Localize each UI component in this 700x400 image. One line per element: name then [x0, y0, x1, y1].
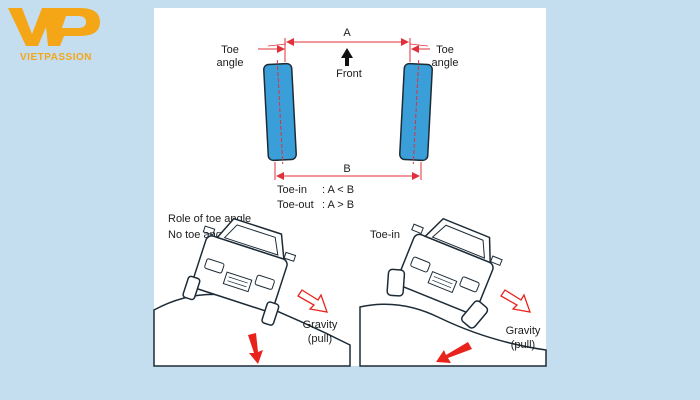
right-tire [399, 60, 433, 164]
hill-right [359, 303, 547, 367]
label-a: A [343, 27, 351, 39]
gravity-label-left-line1: Gravity [303, 319, 338, 331]
legend-toe-out-term: Toe-out [277, 199, 314, 211]
bottom-left-scene: Role of toe angle No toe angle Gravity (… [153, 213, 351, 367]
toe-in-title: Toe-in [370, 229, 400, 241]
legend-toe-in-term: Toe-in [277, 184, 307, 196]
top-diagram: A B Front Toe angle Toe angle Toe-in : A… [217, 27, 459, 211]
gravity-label-right-line1: Gravity [506, 325, 541, 337]
toe-angle-left-line1: Toe [221, 44, 239, 56]
car-right [386, 217, 503, 329]
label-b: B [343, 163, 350, 175]
legend-toe-in-relation: : A < B [322, 184, 354, 196]
vietpassion-logo: VIETPASSION [8, 8, 100, 63]
gravity-label-left-line2: (pull) [308, 333, 332, 345]
toe-angle-right-tick [409, 43, 429, 47]
toe-angle-right-line2: angle [432, 57, 459, 69]
drift-arrow-left [248, 333, 263, 364]
logo-mark-v [8, 8, 54, 46]
logo-mark-p [44, 8, 100, 46]
car-left [182, 217, 297, 326]
front-arrow-icon [341, 48, 353, 66]
legend-toe-out-relation: : A > B [322, 199, 354, 211]
gravity-arrow-outline-right [500, 289, 531, 313]
gravity-label-right-line2: (pull) [511, 339, 535, 351]
left-tire [263, 60, 297, 164]
drift-arrow-right [436, 342, 472, 363]
bottom-right-scene: Toe-in Gravity (pull) [359, 217, 547, 367]
front-label: Front [336, 68, 362, 80]
gravity-arrow-outline-left [297, 289, 328, 313]
logo-name: VIETPASSION [20, 52, 92, 63]
toe-angle-right-line1: Toe [436, 44, 454, 56]
toe-angle-left-line2: angle [217, 57, 244, 69]
toe-angle-left-tick [267, 43, 287, 47]
